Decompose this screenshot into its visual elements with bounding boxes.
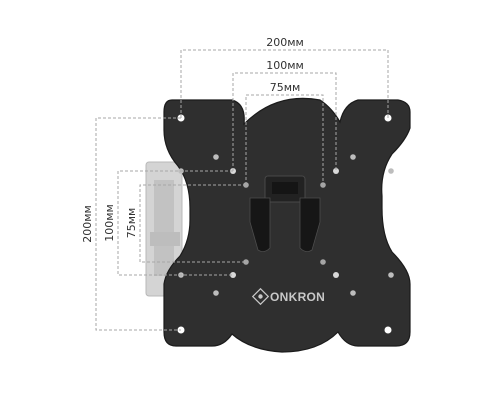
mounting-hole — [350, 290, 356, 296]
mounting-hole — [333, 168, 339, 174]
brand-logo: ONKRON — [251, 287, 325, 306]
dim-line-h-200 — [180, 49, 389, 118]
dim-label-h-75: 75мм — [270, 81, 301, 94]
dim-label-v-100: 100мм — [103, 204, 116, 242]
dim-line-v-200 — [95, 117, 181, 331]
dim-label-v-75: 75мм — [125, 208, 138, 239]
dim-line-v-100 — [117, 170, 233, 276]
center-bracket — [249, 175, 321, 252]
dim-line-v-75 — [139, 184, 246, 263]
brand-logo-text: ONKRON — [270, 290, 325, 304]
dim-label-h-200: 200мм — [266, 36, 304, 49]
mounting-hole — [384, 326, 392, 334]
mounting-holes — [177, 114, 394, 334]
back-plate — [163, 97, 411, 353]
mounting-hole — [333, 272, 339, 278]
dimension-lines — [95, 49, 389, 331]
mounting-hole — [243, 259, 249, 265]
mounting-hole — [213, 290, 219, 296]
mounting-hole — [388, 168, 394, 174]
onkron-logo-icon — [251, 287, 270, 306]
dim-line-h-75 — [245, 94, 324, 185]
mounting-hole — [213, 154, 219, 160]
mounting-hole — [388, 272, 394, 278]
mounting-hole — [230, 272, 236, 278]
mounting-hole — [350, 154, 356, 160]
dim-label-v-200: 200мм — [81, 205, 94, 243]
dim-label-h-100: 100мм — [266, 59, 304, 72]
dim-line-h-100 — [232, 72, 337, 171]
mounting-hole — [320, 259, 326, 265]
